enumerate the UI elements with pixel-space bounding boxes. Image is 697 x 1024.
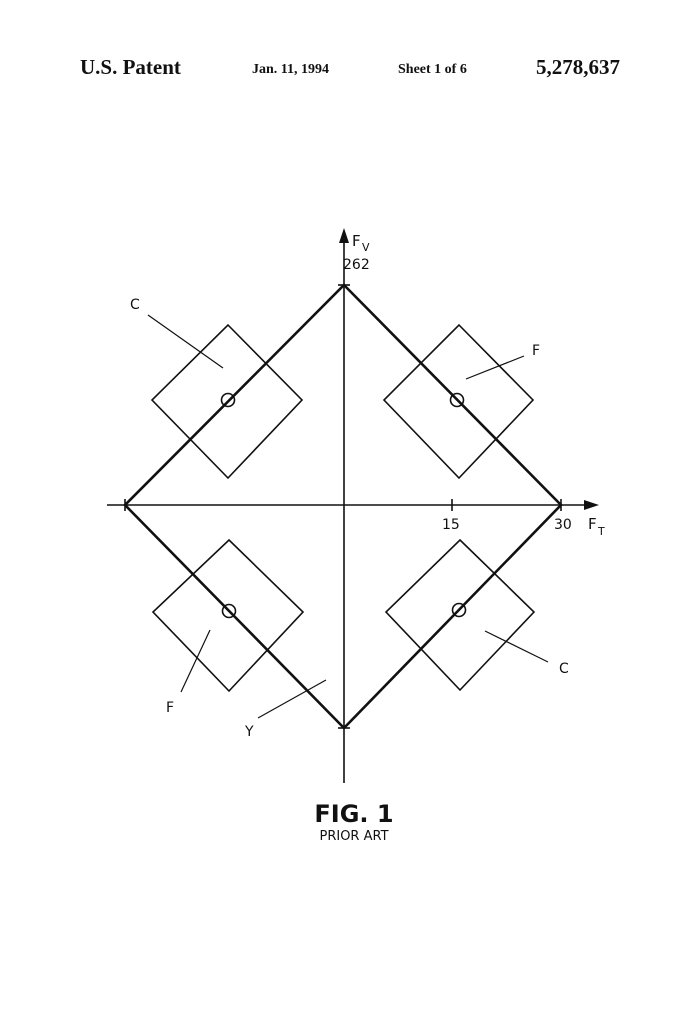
chroma-square-lower-left <box>153 540 303 691</box>
leader-f-lower-left <box>181 630 210 692</box>
callout-y-center: Y <box>244 724 254 740</box>
vertical-axis-label: F <box>352 232 361 250</box>
horizontal-axis-arrow <box>584 500 599 510</box>
callout-f-upper-right: F <box>532 343 540 359</box>
callout-c-upper-left: C <box>130 297 140 313</box>
leader-f-upper-right <box>466 356 524 379</box>
figure-subtitle: PRIOR ART <box>319 829 388 844</box>
horizontal-tick-15-label: 15 <box>442 517 460 533</box>
leader-c-lower-right <box>485 631 548 662</box>
figure-title: FIG. 1 <box>314 800 393 828</box>
callout-f-lower-left: F <box>166 700 174 716</box>
horizontal-axis-subscript: T <box>597 525 605 538</box>
chroma-square-lower-right <box>386 540 534 690</box>
luminance-diamond <box>125 285 561 728</box>
vertical-max-label: 262 <box>343 257 370 273</box>
horizontal-axis-label: F <box>588 515 597 533</box>
vertical-axis-subscript: V <box>362 241 370 254</box>
vertical-axis-arrow <box>339 228 349 243</box>
horizontal-tick-30-label: 30 <box>554 517 572 533</box>
callout-c-lower-right: C <box>559 661 569 677</box>
